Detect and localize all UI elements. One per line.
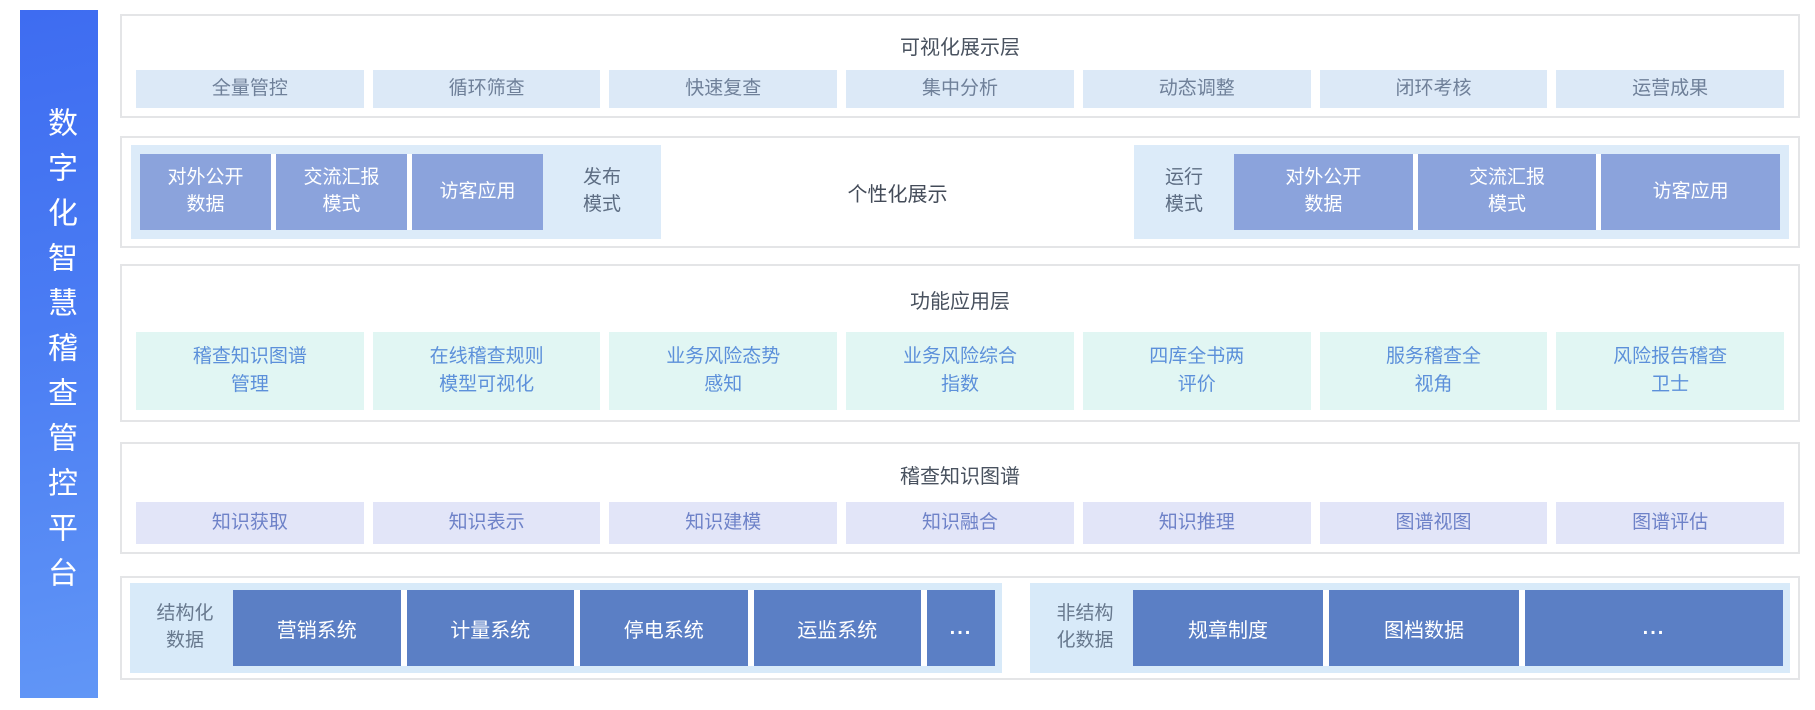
application-item: 业务风险综合 指数 <box>846 332 1074 410</box>
visualization-layer-title: 可视化展示层 <box>900 36 1020 59</box>
publish-mode-panel: 对外公开 数据 交流汇报 模式 访客应用 发布 模式 <box>131 145 661 239</box>
unstructured-data-panel: 非结构 化数据 规章制度 图档数据 ... <box>1030 583 1790 673</box>
run-mode-block: 访客应用 <box>1601 154 1781 230</box>
run-mode-panel: 运行 模式 对外公开 数据 交流汇报 模式 访客应用 <box>1134 145 1789 239</box>
application-layer-title: 功能应用层 <box>910 290 1010 313</box>
knowledge-item: 图谱评估 <box>1556 502 1785 544</box>
application-item: 业务风险态势 感知 <box>609 332 838 410</box>
platform-title: 数字化智慧稽查管控平台 <box>43 106 76 602</box>
unstructured-data-blocks: 规章制度 图档数据 ... <box>1133 590 1783 666</box>
visualization-item: 运营成果 <box>1556 70 1785 108</box>
structured-data-blocks: 营销系统 计量系统 停电系统 运监系统 ... <box>233 590 995 666</box>
visualization-item: 闭环考核 <box>1319 70 1548 108</box>
knowledge-item: 图谱视图 <box>1319 502 1548 544</box>
knowledge-item: 知识融合 <box>846 502 1074 544</box>
visualization-item: 动态调整 <box>1082 70 1311 108</box>
visualization-layer: 可视化展示层 全量管控 循环筛查 快速复查 集中分析 动态调整 闭环考核 运营成… <box>120 14 1800 118</box>
publish-mode-label: 发布 模式 <box>582 167 621 215</box>
visualization-items-row: 全量管控 循环筛查 快速复查 集中分析 动态调整 闭环考核 运营成果 <box>122 70 1798 108</box>
structured-data-panel: 结构化 数据 营销系统 计量系统 停电系统 运监系统 ... <box>130 583 1002 673</box>
publish-mode-block: 对外公开 数据 <box>140 154 271 230</box>
publish-mode-block: 访客应用 <box>412 154 543 230</box>
application-item: 稽查知识图谱 管理 <box>136 332 364 410</box>
structured-data-block: 营销系统 <box>233 590 401 666</box>
personalized-display-label: 个性化展示 <box>847 183 948 206</box>
application-item: 服务稽查全 视角 <box>1319 332 1548 410</box>
knowledge-item: 知识建模 <box>609 502 838 544</box>
application-item: 四库全书两 评价 <box>1082 332 1311 410</box>
application-item: 在线稽查规则 模型可视化 <box>372 332 601 410</box>
structured-data-more-block: ... <box>927 590 995 666</box>
unstructured-data-label: 非结构 化数据 <box>1056 603 1114 651</box>
data-source-layer: 结构化 数据 营销系统 计量系统 停电系统 运监系统 ... 非结构 化数据 规… <box>120 576 1800 680</box>
platform-title-bar: 数字化智慧稽查管控平台 <box>20 10 98 698</box>
structured-data-block: 计量系统 <box>406 590 574 666</box>
run-mode-label: 运行 模式 <box>1164 167 1203 215</box>
visualization-item: 集中分析 <box>846 70 1074 108</box>
unstructured-data-block: 图档数据 <box>1329 590 1519 666</box>
layers-column: 可视化展示层 全量管控 循环筛查 快速复查 集中分析 动态调整 闭环考核 运营成… <box>120 10 1800 698</box>
knowledge-item: 知识推理 <box>1082 502 1311 544</box>
visualization-item: 全量管控 <box>136 70 364 108</box>
run-mode-block: 交流汇报 模式 <box>1417 154 1597 230</box>
application-item: 风险报告稽查 卫士 <box>1556 332 1785 410</box>
unstructured-data-more-block: ... <box>1525 590 1783 666</box>
knowledge-graph-layer-title: 稽查知识图谱 <box>900 465 1020 488</box>
knowledge-items-row: 知识获取 知识表示 知识建模 知识融合 知识推理 图谱视图 图谱评估 <box>122 502 1798 544</box>
application-items-row: 稽查知识图谱 管理 在线稽查规则 模型可视化 业务风险态势 感知 业务风险综合 … <box>122 332 1798 410</box>
publish-mode-block: 交流汇报 模式 <box>276 154 407 230</box>
mode-layer: 对外公开 数据 交流汇报 模式 访客应用 发布 模式 个性化展示 运行 模式 对… <box>120 136 1800 248</box>
visualization-item: 快速复查 <box>609 70 838 108</box>
application-layer: 功能应用层 稽查知识图谱 管理 在线稽查规则 模型可视化 业务风险态势 感知 业… <box>120 264 1800 422</box>
run-mode-blocks: 对外公开 数据 交流汇报 模式 访客应用 <box>1234 154 1781 230</box>
structured-data-block: 运监系统 <box>753 590 921 666</box>
structured-data-block: 停电系统 <box>580 590 748 666</box>
knowledge-item: 知识获取 <box>136 502 364 544</box>
publish-mode-blocks: 对外公开 数据 交流汇报 模式 访客应用 <box>140 154 543 230</box>
knowledge-item: 知识表示 <box>372 502 601 544</box>
unstructured-data-block: 规章制度 <box>1133 590 1323 666</box>
run-mode-block: 对外公开 数据 <box>1234 154 1413 230</box>
structured-data-label: 结构化 数据 <box>156 603 214 651</box>
visualization-item: 循环筛查 <box>372 70 601 108</box>
knowledge-graph-layer: 稽查知识图谱 知识获取 知识表示 知识建模 知识融合 知识推理 图谱视图 图谱评… <box>120 442 1800 554</box>
